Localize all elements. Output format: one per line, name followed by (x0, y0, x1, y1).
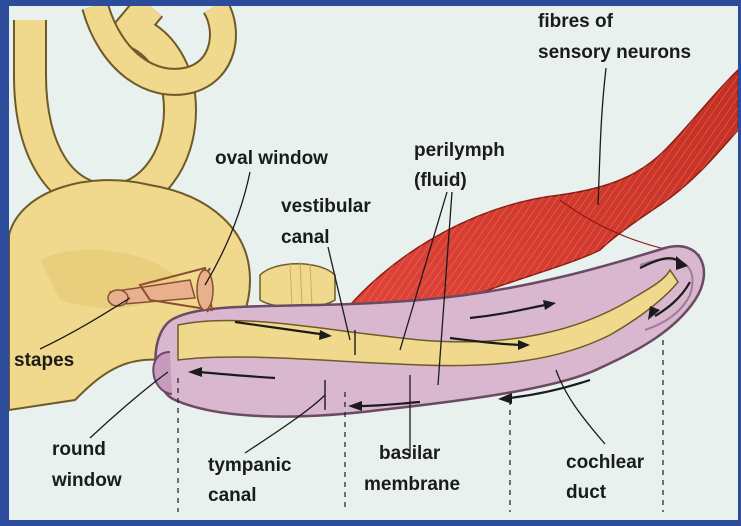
label-fibres-line2: sensory neurons (538, 42, 691, 63)
modiolus (260, 262, 335, 308)
cochlea-diagram: fibres of sensory neurons oval window pe… (9, 6, 738, 520)
label-cochlear-line2: duct (566, 482, 607, 503)
label-stapes: stapes (14, 350, 74, 371)
label-oval-window: oval window (215, 148, 328, 169)
label-tympanic-line2: canal (208, 485, 257, 506)
label-basilar-line1: basilar (379, 443, 441, 464)
label-fibres-line1: fibres of (538, 11, 614, 32)
label-perilymph-line1: perilymph (414, 140, 505, 161)
label-basilar-line2: membrane (364, 474, 460, 495)
label-perilymph-line2: (fluid) (414, 170, 467, 191)
label-vestibular-line2: canal (281, 227, 330, 248)
label-round-line2: window (51, 470, 122, 491)
label-vestibular-line1: vestibular (281, 196, 371, 217)
diagram-panel: fibres of sensory neurons oval window pe… (9, 6, 738, 520)
label-round-line1: round (52, 439, 106, 460)
semicircular-canals (30, 6, 223, 200)
label-tympanic-line1: tympanic (208, 455, 292, 476)
label-cochlear-line1: cochlear (566, 452, 645, 473)
